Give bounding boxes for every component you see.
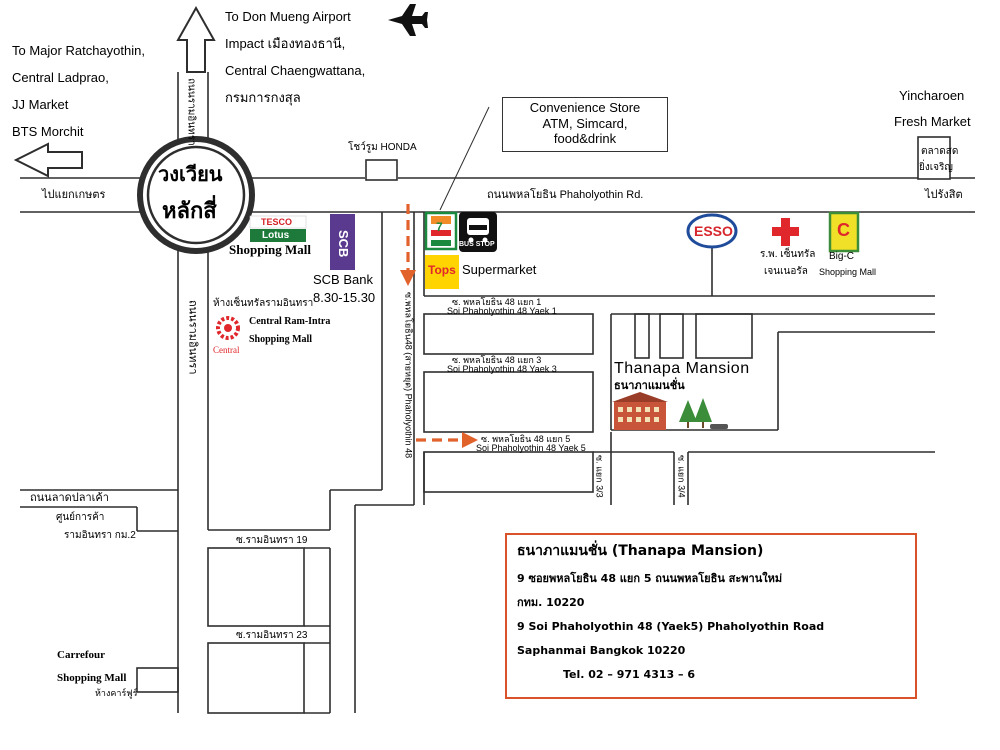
lotus-brand: Lotus [262, 230, 290, 241]
road-label-to-rangsit: ไปรังสิต [925, 189, 963, 201]
road-label-yaek5: Soi Phaholyothin 48 Yaek 5 [476, 443, 586, 453]
car-icon [710, 424, 728, 429]
hospital-cross-icon [772, 218, 799, 246]
convenience-store-callout: Convenience Store ATM, Simcard, food&dri… [502, 97, 668, 152]
central-label-en: Central Ram-Intra [249, 316, 331, 327]
hospital-label: ร.พ. เซ็นทรัล [760, 249, 816, 260]
tesco-label: Shopping Mall [229, 242, 312, 257]
seven-eleven-logo [424, 211, 458, 251]
tree-icon [679, 398, 712, 428]
west-direction-label: Central Ladprao, [12, 70, 109, 85]
central-logo-text: Central [213, 345, 240, 355]
road-label-lat-pla-khao: ถนนลาดปลาเค้า [30, 492, 109, 504]
road-label-yaek5: ซ. พหลโยธิน 48 แยก 5 [481, 434, 571, 444]
north-direction-label: Central Chaengwattana, [225, 63, 366, 78]
tops-logo [425, 255, 459, 289]
carrefour-label: Carrefour [57, 649, 106, 661]
mall-sign-label: ศูนย์การค้า [56, 512, 105, 523]
info-address-th: 9 ซอยพหลโยธิน 48 แยก 5 ถนนพหลโยธิน สะพาน… [517, 572, 783, 585]
road-label-soi-48: ซ.พหลโยธิน48 (สายหยุด) Phaholyothin 48 [403, 292, 414, 459]
road-label-ramintra: ถนนรามอินทรา [186, 300, 199, 375]
esso-logo-text: ESSO [694, 223, 733, 239]
lak-si-circle-label: วงเวียน [158, 164, 223, 186]
market-label-en: Fresh Market [894, 114, 971, 129]
callout-line: ATM, Simcard, [542, 115, 628, 131]
big-c-logo [828, 211, 860, 253]
mall-sign-label: รามอินทรา กม.2 [64, 530, 136, 541]
road-label-yaek-3-3: ซ. แยก 3/3 [594, 455, 605, 498]
tops-label: Supermarket [462, 262, 537, 277]
lak-si-circle-label: หลักสี่ [162, 198, 217, 223]
north-direction-label: Impact เมืองทองธานี, [225, 36, 346, 51]
west-direction-label: To Major Ratchayothin, [12, 43, 145, 58]
road-label-yaek1: ซ. พหลโยธิน 48 แยก 1 [452, 297, 542, 307]
bus-stop-label: BUS STOP [459, 241, 495, 248]
tesco-brand: TESCO [261, 217, 293, 227]
scb-hours: 8.30-15.30 [313, 290, 376, 305]
north-direction-label: กรมการกงสุล [225, 90, 301, 105]
bus-stop-icon [459, 212, 497, 252]
big-c-label: Shopping Mall [819, 267, 877, 277]
lak-si-circle-icon [137, 136, 255, 254]
info-address-en: 9 Soi Phaholyothin 48 (Yaek5) Phaholyoth… [517, 620, 825, 633]
central-label-sub: Shopping Mall [249, 334, 313, 345]
road-label-phaholyothin: ถนนพหลโยธิน Phaholyothin Rd. [487, 189, 644, 201]
honda-showroom-label: โชว์รูม HONDA [348, 142, 417, 153]
market-label-th: ตลาดสด [921, 146, 959, 157]
callout-line: Convenience Store [529, 100, 641, 115]
scb-name: SCB Bank [313, 272, 373, 287]
address-info-box: ธนาภาแมนชั่น (Thanapa Mansion) 9 ซอยพหลโ… [505, 533, 917, 699]
big-c-label: Big-C [829, 251, 855, 262]
road-label-to-kaset: ไปแยกเกษตร [42, 189, 106, 201]
central-label-th: ห้างเซ็นทรัลรามอินทรา [213, 298, 314, 309]
central-logo-icon [216, 316, 240, 340]
north-direction-label: To Don Mueng Airport [225, 9, 351, 24]
info-title: ธนาภาแมนชั่น (Thanapa Mansion) [517, 543, 764, 559]
road-label-ramintra-19: ซ.รามอินทรา 19 [236, 535, 308, 546]
hospital-label: เจนเนอรัล [764, 266, 808, 277]
route-arrow [400, 204, 478, 448]
road-label-yaek1: Soi Phaholyothin 48 Yaek 1 [447, 306, 557, 316]
tops-logo-text: Tops [428, 263, 456, 277]
mansion-label-en: Thanapa Mansion [614, 360, 750, 377]
tesco-lotus-logo [249, 215, 307, 242]
road-label-ramintra-23: ซ.รามอินทรา 23 [236, 630, 308, 641]
road-label-yaek-3-4: ซ. แยก 3/4 [676, 455, 687, 498]
carrefour-label-th: ห้างคาร์ฟูร์ [95, 688, 138, 698]
market-label-th: ยิ่งเจริญ [919, 162, 953, 173]
road-label-yaek3: ซ. พหลโยธิน 48 แยก 3 [452, 355, 542, 365]
airplane-icon [388, 4, 428, 36]
scb-logo-text: SCB [335, 230, 351, 258]
scb-logo [330, 214, 355, 270]
mansion-label-th: ธนาภาแมนชั่น [614, 380, 685, 392]
west-direction-label: BTS Morchit [12, 124, 84, 139]
road-label-yaek3: Soi Phaholyothin 48 Yaek 3 [447, 364, 557, 374]
info-telephone: Tel. 02 – 971 4313 – 6 [563, 668, 695, 681]
info-address-th: กทม. 10220 [517, 596, 585, 609]
carrefour-label: Shopping Mall [57, 672, 127, 684]
mansion-building-icon [612, 392, 668, 430]
big-c-logo-text: C [837, 220, 850, 240]
seven-eleven-text: 7 [436, 220, 443, 234]
road-label-ramintra: ถนนรามอินทรา [185, 78, 197, 146]
west-direction-label: JJ Market [12, 97, 69, 112]
esso-logo [686, 213, 738, 249]
callout-line: food&drink [553, 131, 617, 147]
info-address-en: Saphanmai Bangkok 10220 [517, 644, 686, 657]
market-label-en: Yincharoen [899, 88, 965, 103]
